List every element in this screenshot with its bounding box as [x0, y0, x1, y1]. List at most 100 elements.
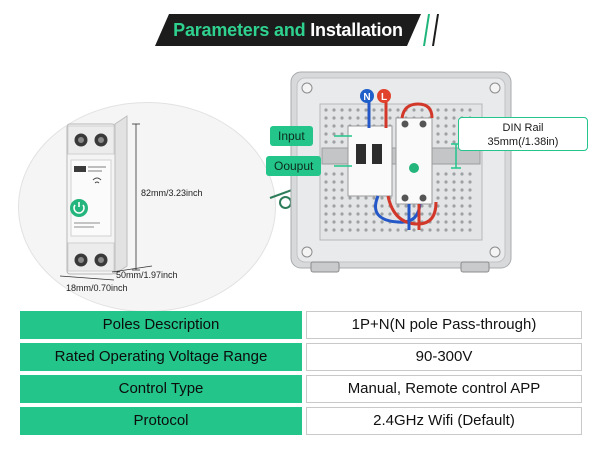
- plate-hole: [468, 212, 472, 216]
- plate-hole: [436, 108, 440, 112]
- plate-hole: [444, 132, 448, 136]
- plate-hole: [436, 172, 440, 176]
- plate-hole: [428, 204, 432, 208]
- plate-hole: [468, 188, 472, 192]
- plate-hole: [332, 212, 336, 216]
- plate-hole: [356, 204, 360, 208]
- plate-hole: [332, 132, 336, 136]
- plate-hole: [332, 188, 336, 192]
- spec-row-poles: Poles Description 1P+N(N pole Pass-throu…: [20, 311, 582, 339]
- spec-row-voltage: Rated Operating Voltage Range 90-300V: [20, 343, 582, 371]
- plate-hole: [452, 188, 456, 192]
- plate-hole: [436, 140, 440, 144]
- plate-hole: [452, 212, 456, 216]
- plate-hole: [324, 124, 328, 128]
- output-callout: Oouput: [266, 156, 322, 176]
- plate-hole: [452, 196, 456, 200]
- plate-hole: [332, 204, 336, 208]
- plate-hole: [444, 116, 448, 120]
- plate-hole: [380, 116, 384, 120]
- banner-accent-stripe: [423, 14, 430, 46]
- plate-hole: [348, 204, 352, 208]
- plate-hole: [436, 116, 440, 120]
- plate-hole: [364, 108, 368, 112]
- spec-label: Rated Operating Voltage Range: [20, 343, 302, 371]
- plate-hole: [444, 172, 448, 176]
- plate-hole: [460, 188, 464, 192]
- spec-value: Manual, Remote control APP: [306, 375, 582, 403]
- live-badge: L: [377, 89, 391, 103]
- plate-hole: [428, 212, 432, 216]
- breaker-device: [66, 123, 116, 275]
- plate-hole: [332, 228, 336, 232]
- plate-hole: [324, 116, 328, 120]
- plate-hole: [388, 108, 392, 112]
- plate-hole: [444, 140, 448, 144]
- plate-hole: [356, 116, 360, 120]
- plate-hole: [364, 220, 368, 224]
- spec-table: Poles Description 1P+N(N pole Pass-throu…: [20, 311, 582, 435]
- plate-hole: [380, 220, 384, 224]
- plate-hole: [348, 196, 352, 200]
- plate-hole: [340, 204, 344, 208]
- plate-hole: [412, 108, 416, 112]
- depth-dimension-label: 50mm/1.97inch: [116, 270, 178, 280]
- plate-hole: [452, 220, 456, 224]
- plate-hole: [340, 172, 344, 176]
- breaker-zoom-circle: [18, 102, 276, 312]
- plate-hole: [460, 228, 464, 232]
- plate-hole: [356, 212, 360, 216]
- spec-value: 1P+N(N pole Pass-through): [306, 311, 582, 339]
- plate-hole: [324, 196, 328, 200]
- width-dimension-label: 18mm/0.70inch: [66, 283, 128, 293]
- plate-hole: [340, 140, 344, 144]
- plate-hole: [412, 212, 416, 216]
- plate-hole: [364, 196, 368, 200]
- title-part-green: Parameters and: [173, 20, 306, 40]
- plate-hole: [420, 212, 424, 216]
- plate-hole: [340, 220, 344, 224]
- din-rail-callout: DIN Rail 35mm(/1.38in): [458, 117, 588, 151]
- plate-hole: [452, 116, 456, 120]
- plate-hole: [332, 124, 336, 128]
- plate-hole: [364, 116, 368, 120]
- plate-hole: [396, 108, 400, 112]
- plate-hole: [452, 124, 456, 128]
- plate-hole: [332, 108, 336, 112]
- plate-hole: [324, 172, 328, 176]
- plate-hole: [324, 220, 328, 224]
- plate-hole: [388, 228, 392, 232]
- banner-dark-stripe: [432, 14, 439, 46]
- plate-hole: [444, 196, 448, 200]
- plate-hole: [340, 212, 344, 216]
- neutral-badge: N: [360, 89, 374, 103]
- spec-row-protocol: Protocol 2.4GHz Wifi (Default): [20, 407, 582, 435]
- plate-hole: [444, 180, 448, 184]
- plate-hole: [468, 204, 472, 208]
- plate-hole: [436, 124, 440, 128]
- plate-hole: [436, 188, 440, 192]
- plate-hole: [452, 180, 456, 184]
- spec-value: 2.4GHz Wifi (Default): [306, 407, 582, 435]
- plate-hole: [348, 116, 352, 120]
- breaker-side-profile: [114, 115, 128, 275]
- installed-breakers: [347, 117, 433, 205]
- plate-hole: [380, 108, 384, 112]
- plate-hole: [468, 196, 472, 200]
- plate-hole: [332, 180, 336, 184]
- plate-hole: [380, 196, 384, 200]
- plate-hole: [436, 196, 440, 200]
- plate-hole: [468, 108, 472, 112]
- plate-hole: [324, 212, 328, 216]
- plate-hole: [444, 124, 448, 128]
- spec-label: Poles Description: [20, 311, 302, 339]
- plate-hole: [460, 108, 464, 112]
- plate-hole: [444, 220, 448, 224]
- plate-hole: [404, 204, 408, 208]
- plate-hole: [444, 188, 448, 192]
- plate-hole: [380, 204, 384, 208]
- page-title: Parameters and Installation: [155, 14, 421, 46]
- plate-hole: [460, 180, 464, 184]
- plate-hole: [388, 116, 392, 120]
- plate-hole: [396, 204, 400, 208]
